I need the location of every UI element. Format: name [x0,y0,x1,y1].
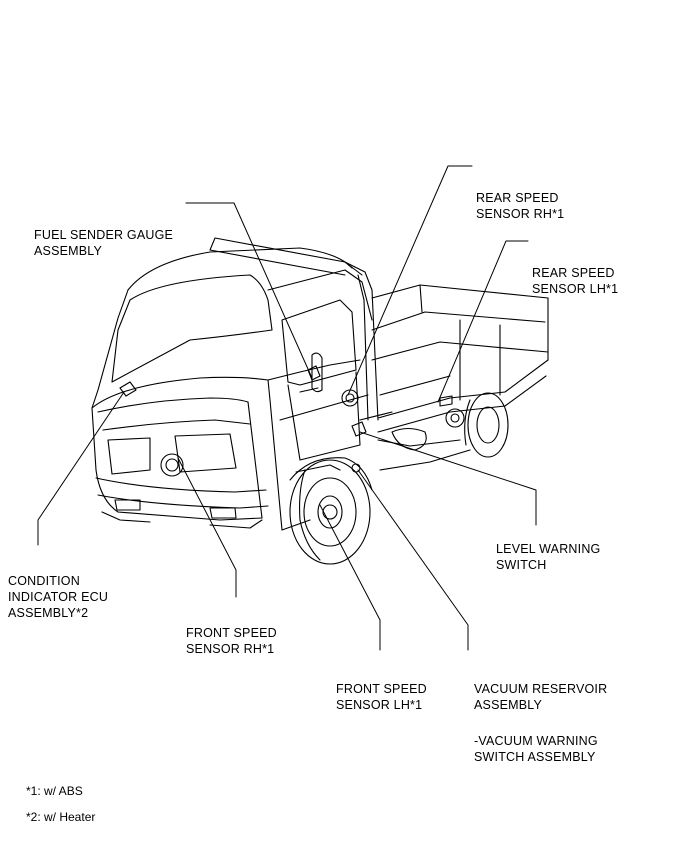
footnote-heater: *2: w/ Heater [26,810,96,824]
leader-front-lh [319,504,381,651]
leader-lines [37,165,537,651]
footnote-abs: *1: w/ ABS [26,784,83,798]
leader-front-rh [177,457,237,598]
leader-fuel-sender [185,202,313,379]
leader-vacuum [357,469,469,651]
leader-level-warning [359,431,537,526]
truck-illustration [91,237,549,565]
leader-rear-lh [437,240,529,403]
leader-condition-ecu [37,391,125,546]
leader-rear-rh [347,165,473,396]
